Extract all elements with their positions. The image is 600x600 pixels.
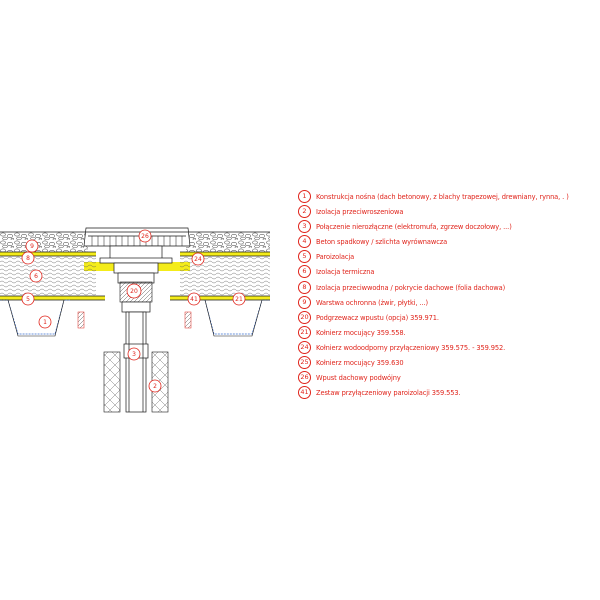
tag-20: 20 bbox=[130, 288, 138, 295]
legend-item: 3 Połączenie nierozłączne (elektromufa, z… bbox=[298, 220, 598, 235]
tag-1-left: 1 bbox=[43, 319, 47, 326]
legend-item-number: 5 bbox=[298, 250, 311, 264]
legend-item-number: 9 bbox=[298, 295, 311, 309]
legend-item-number: 6 bbox=[298, 265, 311, 279]
legend-item-number: 3 bbox=[298, 220, 311, 234]
legend-item-number: 8 bbox=[298, 280, 311, 294]
legend-item-number: 4 bbox=[298, 235, 311, 249]
legend-item-label: Izolacja przeciwroszeniowa bbox=[316, 207, 404, 217]
vapour-barrier-left bbox=[0, 296, 105, 300]
legend-item: 25 Kołnierz mocujący 359.630 bbox=[298, 356, 598, 371]
legend-item: 6 Izolacja termiczna bbox=[298, 265, 598, 280]
legend-item: 1 Konstrukcja nośna (dach betonowy, z bla… bbox=[298, 190, 598, 205]
legend-item-label: Beton spadkowy / szlichta wyrównawcza bbox=[316, 237, 448, 247]
legend-item: 20 Podgrzewacz wpustu (opcja) 359.971. bbox=[298, 310, 598, 326]
legend-item: 21 Kołnierz mocujący 359.558. bbox=[298, 325, 598, 341]
legend-item-number: 24 bbox=[298, 340, 311, 354]
tag-5: 5 bbox=[26, 296, 30, 303]
tag-26: 26 bbox=[141, 233, 149, 240]
tag-8: 8 bbox=[26, 255, 30, 262]
insulation-left bbox=[0, 256, 96, 296]
tag-6: 6 bbox=[34, 273, 38, 280]
membrane-right bbox=[180, 252, 270, 256]
legend-item-label: Paroizolacja bbox=[316, 252, 355, 262]
legend-item: 8 Izolacja przeciwwodna / pokrycie dachow… bbox=[298, 280, 598, 296]
legend-item: 2 Izolacja przeciwroszeniowa bbox=[298, 205, 598, 220]
tag-3: 3 bbox=[132, 351, 136, 358]
legend-item-label: Wpust dachowy podwójny bbox=[316, 373, 401, 383]
pipe-insulation-left bbox=[103, 351, 121, 413]
legend-item-number: 20 bbox=[298, 310, 311, 324]
vapour-barrier-right bbox=[170, 296, 270, 300]
legend-item: 41 Zestaw przyłączeniowy paroizolacji 359… bbox=[298, 386, 598, 401]
diagram-callout-numbers: 26 9 8 24 6 5 20 41 21 1 3 2 bbox=[26, 233, 243, 390]
legend-item-label: Warstwa ochronna (żwir, płytki, ...) bbox=[316, 297, 429, 307]
diagram-callouts bbox=[21, 229, 246, 393]
callout-legend: 1 Konstrukcja nośna (dach betonowy, z bla… bbox=[298, 190, 598, 401]
layer-lines bbox=[0, 231, 270, 301]
membrane-left bbox=[0, 252, 96, 256]
gravel-layer-left bbox=[0, 232, 88, 252]
tag-24: 24 bbox=[194, 256, 202, 263]
legend-item-number: 21 bbox=[298, 325, 311, 339]
legend-item: 26 Wpust dachowy podwójny bbox=[298, 371, 598, 386]
legend-item-number: 26 bbox=[298, 371, 311, 385]
legend-item-label: Kołnierz mocujący 359.558. bbox=[316, 327, 406, 337]
legend-item-label: Izolacja termiczna bbox=[316, 267, 375, 277]
tag-9: 9 bbox=[30, 243, 34, 250]
tag-41: 41 bbox=[190, 296, 198, 303]
deck-cut-right bbox=[184, 311, 192, 329]
legend-item-label: Podgrzewacz wpustu (opcja) 359.971. bbox=[316, 312, 439, 322]
legend-item: 24 Kołnierz wodoodporny przyłączeniowy 35… bbox=[298, 340, 598, 356]
legend-item: 5 Paroizolacja bbox=[298, 250, 598, 265]
legend-item-label: Konstrukcja nośna (dach betonowy, z blac… bbox=[316, 192, 569, 201]
legend-item-label: Kołnierz wodoodporny przyłączeniowy 359.… bbox=[316, 342, 506, 352]
legend-item: 9 Warstwa ochronna (żwir, płytki, ...) bbox=[298, 295, 598, 311]
legend-item-label: Izolacja przeciwwodna / pokrycie dachowe… bbox=[316, 282, 506, 292]
legend-item-label: Kołnierz mocujący 359.630 bbox=[316, 358, 404, 368]
legend-item-label: Połączenie nierozłączne (elektromufa, zg… bbox=[316, 222, 512, 232]
tag-21: 21 bbox=[235, 296, 243, 303]
legend-item-label: Zestaw przyłączeniowy paroizolacji 359.5… bbox=[316, 388, 461, 398]
deck-cut-left bbox=[77, 311, 85, 329]
legend-item-number: 1 bbox=[298, 190, 311, 203]
legend-item-number: 25 bbox=[298, 356, 311, 370]
gravel-layer-right bbox=[186, 232, 270, 252]
legend-item-number: 41 bbox=[298, 386, 311, 400]
legend-item: 4 Beton spadkowy / szlichta wyrównawcza bbox=[298, 235, 598, 250]
tag-2: 2 bbox=[153, 383, 157, 390]
roof-drain-head bbox=[83, 227, 191, 284]
legend-item-number: 2 bbox=[298, 205, 311, 219]
